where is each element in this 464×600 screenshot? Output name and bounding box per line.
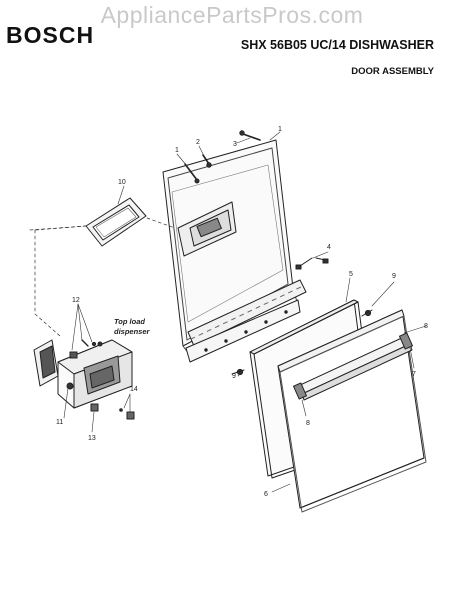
callout-2: 2 xyxy=(196,139,200,146)
brand-logo: BOSCH xyxy=(6,22,95,48)
note-line-1: Top load xyxy=(114,317,145,326)
callout-3: 3 xyxy=(233,141,237,148)
callout-1a: 1 xyxy=(278,126,282,133)
small-parts xyxy=(69,339,135,420)
callout-4: 4 xyxy=(327,244,331,251)
top-screws xyxy=(184,130,261,184)
section-title: DOOR ASSEMBLY xyxy=(351,66,434,77)
watermark: AppliancePartsPros.com xyxy=(100,2,364,28)
dispenser-unit xyxy=(33,339,133,409)
callout-13: 13 xyxy=(88,435,96,442)
callout-7: 7 xyxy=(412,371,416,378)
callout-11: 11 xyxy=(56,419,63,426)
callout-9a: 9 xyxy=(392,273,396,280)
note-line-2: dispenser xyxy=(114,327,151,336)
callout-6: 6 xyxy=(264,491,268,498)
callout-8b: 8 xyxy=(306,420,310,427)
leader-lines xyxy=(29,217,176,337)
inner-door-panel xyxy=(162,139,307,363)
callout-8a: 8 xyxy=(424,323,428,330)
callout-5: 5 xyxy=(349,271,353,278)
callout-9b: 9 xyxy=(232,373,236,380)
callout-10: 10 xyxy=(118,179,126,186)
model-title: SHX 56B05 UC/14 DISHWASHER xyxy=(240,38,434,52)
callout-14: 14 xyxy=(130,386,138,393)
callout-leaders xyxy=(63,131,427,493)
door-clips xyxy=(295,257,329,270)
dispenser-gasket xyxy=(85,197,147,247)
door-handle xyxy=(292,332,414,401)
callout-12: 12 xyxy=(72,297,80,304)
callout-1b: 1 xyxy=(175,147,179,154)
